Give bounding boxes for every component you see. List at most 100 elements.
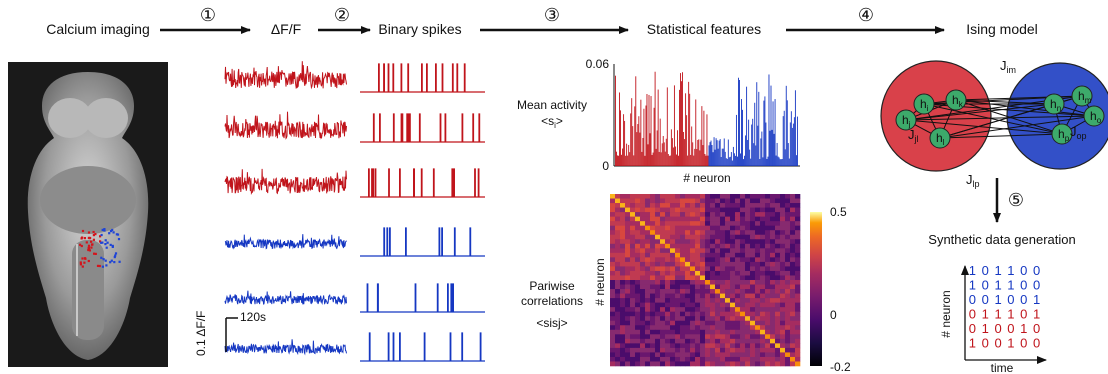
activity-bar xyxy=(717,148,719,166)
activity-bar xyxy=(762,157,764,166)
ising-node-blue-label: hm xyxy=(1078,89,1092,105)
activity-bar xyxy=(651,154,653,166)
activity-bar xyxy=(767,156,769,166)
activity-bar xyxy=(615,75,616,166)
activity-bar xyxy=(655,148,657,166)
activity-bar xyxy=(793,117,795,166)
activity-bar xyxy=(680,73,681,166)
activity-bar xyxy=(781,159,783,166)
ising-node-red xyxy=(913,93,935,115)
activity-bar xyxy=(658,151,660,166)
activity-bar xyxy=(649,133,651,166)
stage-binary-spikes: Binary spikes xyxy=(378,21,461,37)
activity-bar xyxy=(629,152,631,166)
activity-bar xyxy=(779,159,781,166)
activity-bar xyxy=(664,151,666,166)
activity-bar xyxy=(777,156,779,166)
activity-bar xyxy=(704,153,706,166)
activity-bar xyxy=(669,155,671,166)
mean-activity-label: Mean activity xyxy=(517,98,587,112)
activity-bar xyxy=(625,155,627,166)
activity-bar xyxy=(754,102,756,166)
activity-bar xyxy=(636,132,638,166)
pairwise-symbol: <sisj> xyxy=(536,316,567,330)
activity-bar xyxy=(733,153,735,166)
activity-bar xyxy=(642,137,644,166)
activity-bar xyxy=(715,138,717,166)
ising-node-red xyxy=(945,89,967,111)
activity-bar xyxy=(692,142,694,166)
activity-bar xyxy=(741,99,742,166)
activity-bar xyxy=(668,155,670,166)
activity-bar xyxy=(691,126,693,166)
coupling-jl-label: Jjl xyxy=(908,127,919,144)
activity-bar xyxy=(749,149,751,166)
activity-bar xyxy=(782,116,784,166)
ising-node-red-label: hk xyxy=(952,93,964,109)
activity-bar xyxy=(681,81,682,166)
trace-scale-bar: 120s 0.1 ΔF/F xyxy=(194,310,266,356)
activity-bar xyxy=(712,152,714,166)
activity-bar xyxy=(677,130,678,166)
coupling-op-label: Jop xyxy=(1070,124,1087,141)
ising-node-red xyxy=(929,127,951,149)
mean-activity-bar-chart: 0.06 0 # neuron xyxy=(586,57,800,185)
activity-bar xyxy=(619,92,620,166)
activity-bar xyxy=(670,129,672,166)
activity-bar xyxy=(660,152,662,166)
activity-bar xyxy=(630,113,632,166)
correlation-heatmap: # neuron xyxy=(593,194,801,367)
activity-bar xyxy=(645,105,647,166)
activity-bar xyxy=(711,145,713,166)
activity-bar xyxy=(631,98,633,166)
activity-bar xyxy=(697,140,699,166)
coupling-im-label: Jim xyxy=(1000,58,1016,75)
activity-bar xyxy=(626,143,628,166)
activity-bar xyxy=(773,133,775,166)
activity-bar xyxy=(724,151,726,166)
activity-bar xyxy=(726,158,728,166)
activity-bar xyxy=(708,145,710,166)
bar-xlabel: # neuron xyxy=(683,171,730,185)
activity-bar xyxy=(650,96,652,166)
activity-bar xyxy=(695,99,697,166)
spike-train xyxy=(360,63,485,93)
activity-bar xyxy=(716,140,718,166)
ising-node-blue-label: hp xyxy=(1058,127,1070,143)
activity-bar xyxy=(765,122,767,166)
activity-bar xyxy=(753,143,755,166)
activity-bar xyxy=(687,155,689,166)
synthetic-title: Synthetic data generation xyxy=(928,232,1075,247)
dff-trace xyxy=(224,61,347,90)
activity-bar xyxy=(785,85,787,166)
activity-bar xyxy=(787,143,789,166)
activity-bar xyxy=(776,142,778,166)
activity-bar xyxy=(771,129,773,166)
activity-bar xyxy=(778,157,780,166)
activity-bar xyxy=(737,156,738,166)
stage-dff: ΔF/F xyxy=(271,21,301,37)
activity-bar xyxy=(699,150,701,166)
ising-node-blue xyxy=(1083,105,1105,127)
spike-train xyxy=(360,227,485,257)
stage-statistical-features: Statistical features xyxy=(647,21,761,37)
synthetic-ylabel: # neuron xyxy=(939,290,953,337)
activity-bar xyxy=(672,147,674,166)
activity-bar xyxy=(665,138,667,166)
activity-bar xyxy=(706,114,708,166)
activity-bar xyxy=(718,140,720,166)
activity-bar xyxy=(698,139,700,166)
activity-bar xyxy=(628,144,630,166)
activity-bar xyxy=(786,100,788,166)
activity-bar xyxy=(743,159,744,166)
activity-bar xyxy=(763,100,765,166)
activity-bar xyxy=(647,144,649,166)
activity-bar xyxy=(723,138,725,166)
ising-node-blue xyxy=(1071,85,1093,107)
activity-bar xyxy=(746,86,748,166)
activity-bar xyxy=(661,143,663,166)
activity-bar xyxy=(752,118,754,166)
activity-bar xyxy=(796,116,798,166)
bar-ymax-label: 0.06 xyxy=(586,57,610,71)
